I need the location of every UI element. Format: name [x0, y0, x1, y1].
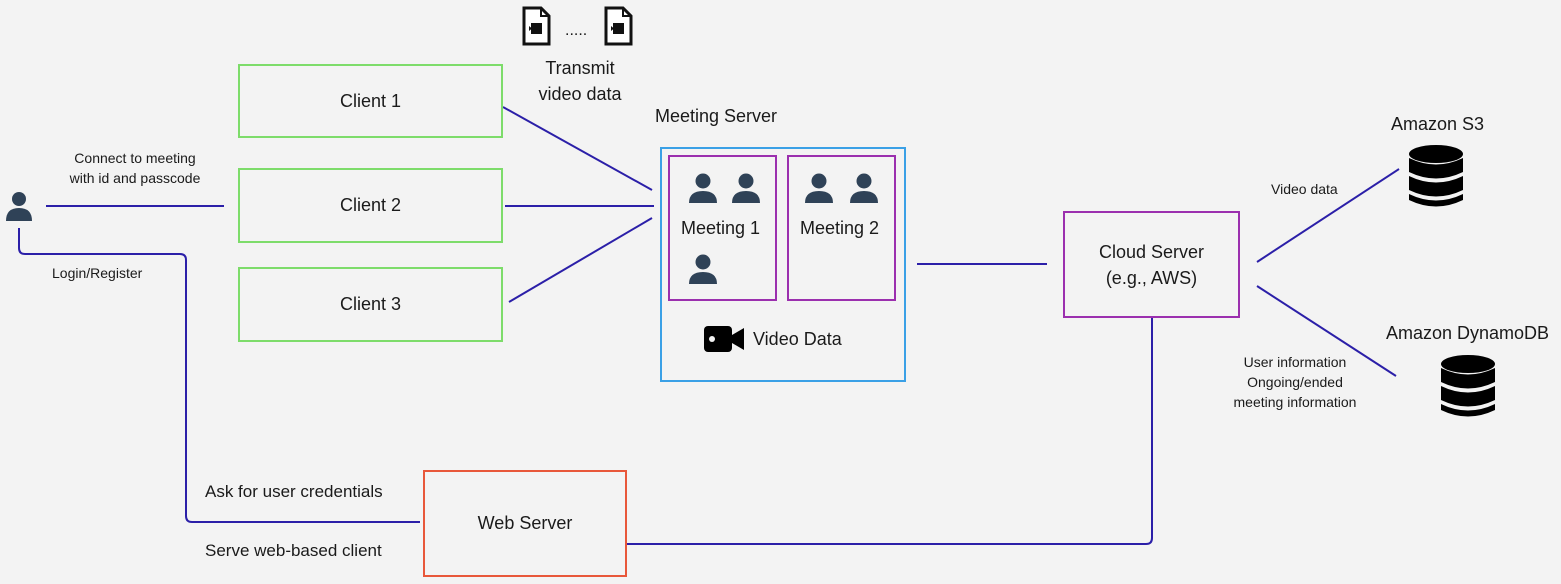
line-cloud-s3 — [1256, 168, 1400, 263]
web-server-box: Web Server — [423, 470, 627, 577]
meeting-server-box — [660, 147, 906, 382]
line-cloud-dynamo — [1256, 285, 1397, 377]
video-camera-icon — [704, 326, 744, 352]
user-info-edge-label: User information Ongoing/ended meeting i… — [1233, 354, 1357, 410]
line-user-webserver — [18, 228, 420, 523]
meeting-server-title: Meeting Server — [655, 106, 778, 126]
amazon-s3-label: Amazon S3 — [1391, 114, 1485, 134]
login-register-label: Login/Register — [52, 265, 143, 281]
transmit-video-label: Transmit video data — [538, 58, 622, 104]
line-webserver-cloud — [627, 318, 1153, 545]
participant-icon — [850, 173, 878, 203]
ask-credentials-label: Ask for user credentials — [205, 482, 383, 501]
client-3-box: Client 3 — [238, 267, 503, 342]
connect-meeting-label: Connect to meeting with id and passcode — [69, 150, 201, 186]
meeting-1-label: Meeting 1 — [681, 218, 761, 238]
user-icon — [6, 192, 32, 221]
database-icon — [1409, 145, 1463, 207]
client-2-box: Client 2 — [238, 168, 503, 243]
participant-icon — [805, 173, 833, 203]
ellipsis-dots: ..... — [565, 22, 588, 39]
client-1-box: Client 1 — [238, 64, 503, 138]
meeting-1-box — [668, 155, 777, 301]
video-file-icon — [522, 6, 551, 46]
cloud-server-box: Cloud Server (e.g., AWS) — [1063, 211, 1240, 318]
amazon-dynamodb-label: Amazon DynamoDB — [1386, 323, 1550, 343]
meeting-2-box — [787, 155, 896, 301]
line-client3-meeting — [508, 217, 653, 303]
participant-icon — [689, 173, 717, 203]
participant-icon — [689, 254, 717, 284]
video-data-label: Video Data — [753, 329, 842, 349]
participant-icon — [732, 173, 760, 203]
video-file-icon — [604, 6, 633, 46]
serve-client-label: Serve web-based client — [205, 541, 382, 560]
database-icon — [1441, 355, 1495, 417]
line-client1-meeting — [502, 106, 653, 191]
video-data-edge-label: Video data — [1271, 181, 1338, 197]
meeting-2-label: Meeting 2 — [800, 218, 880, 238]
